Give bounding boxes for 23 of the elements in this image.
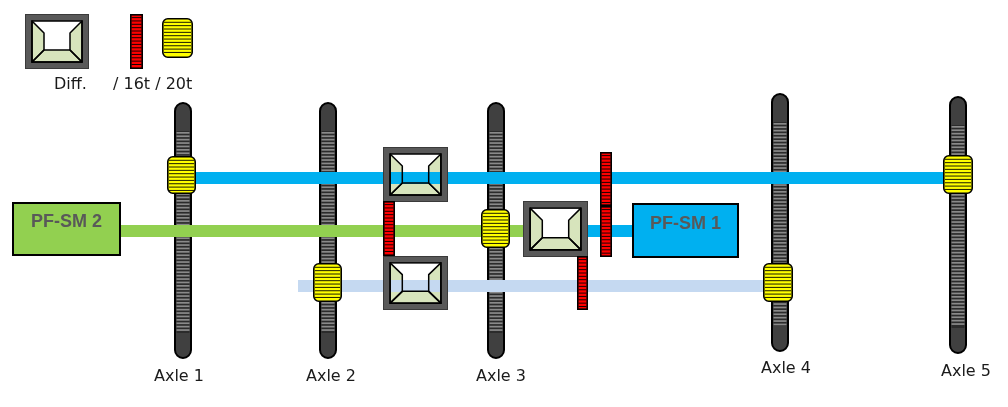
axle-label: Axle 1 xyxy=(154,367,204,385)
shaft-line xyxy=(342,280,383,292)
shaft-line xyxy=(588,280,763,292)
shaft-line xyxy=(588,225,600,237)
shaft-line xyxy=(395,225,481,237)
shaft-line xyxy=(298,280,313,292)
axle-label: Axle 2 xyxy=(306,367,356,385)
motor-block xyxy=(632,203,739,258)
shaft-line xyxy=(448,280,577,292)
shaft-line xyxy=(196,172,383,184)
motor-label: PF-SM 1 xyxy=(650,213,721,234)
motor-label: PF-SM 2 xyxy=(31,211,102,232)
shaft-line xyxy=(448,172,600,184)
axle-label: Axle 5 xyxy=(941,362,991,380)
motor-block xyxy=(12,202,121,256)
shaft-line xyxy=(121,225,383,237)
axle-label: Axle 3 xyxy=(476,367,526,385)
shaft-line xyxy=(510,225,523,237)
shaft-line xyxy=(612,172,943,184)
shaft-line xyxy=(612,225,632,237)
legend-label: / 16t / 20t xyxy=(113,75,193,93)
axle-label: Axle 4 xyxy=(761,359,811,377)
legend-label: Diff. xyxy=(54,75,87,93)
